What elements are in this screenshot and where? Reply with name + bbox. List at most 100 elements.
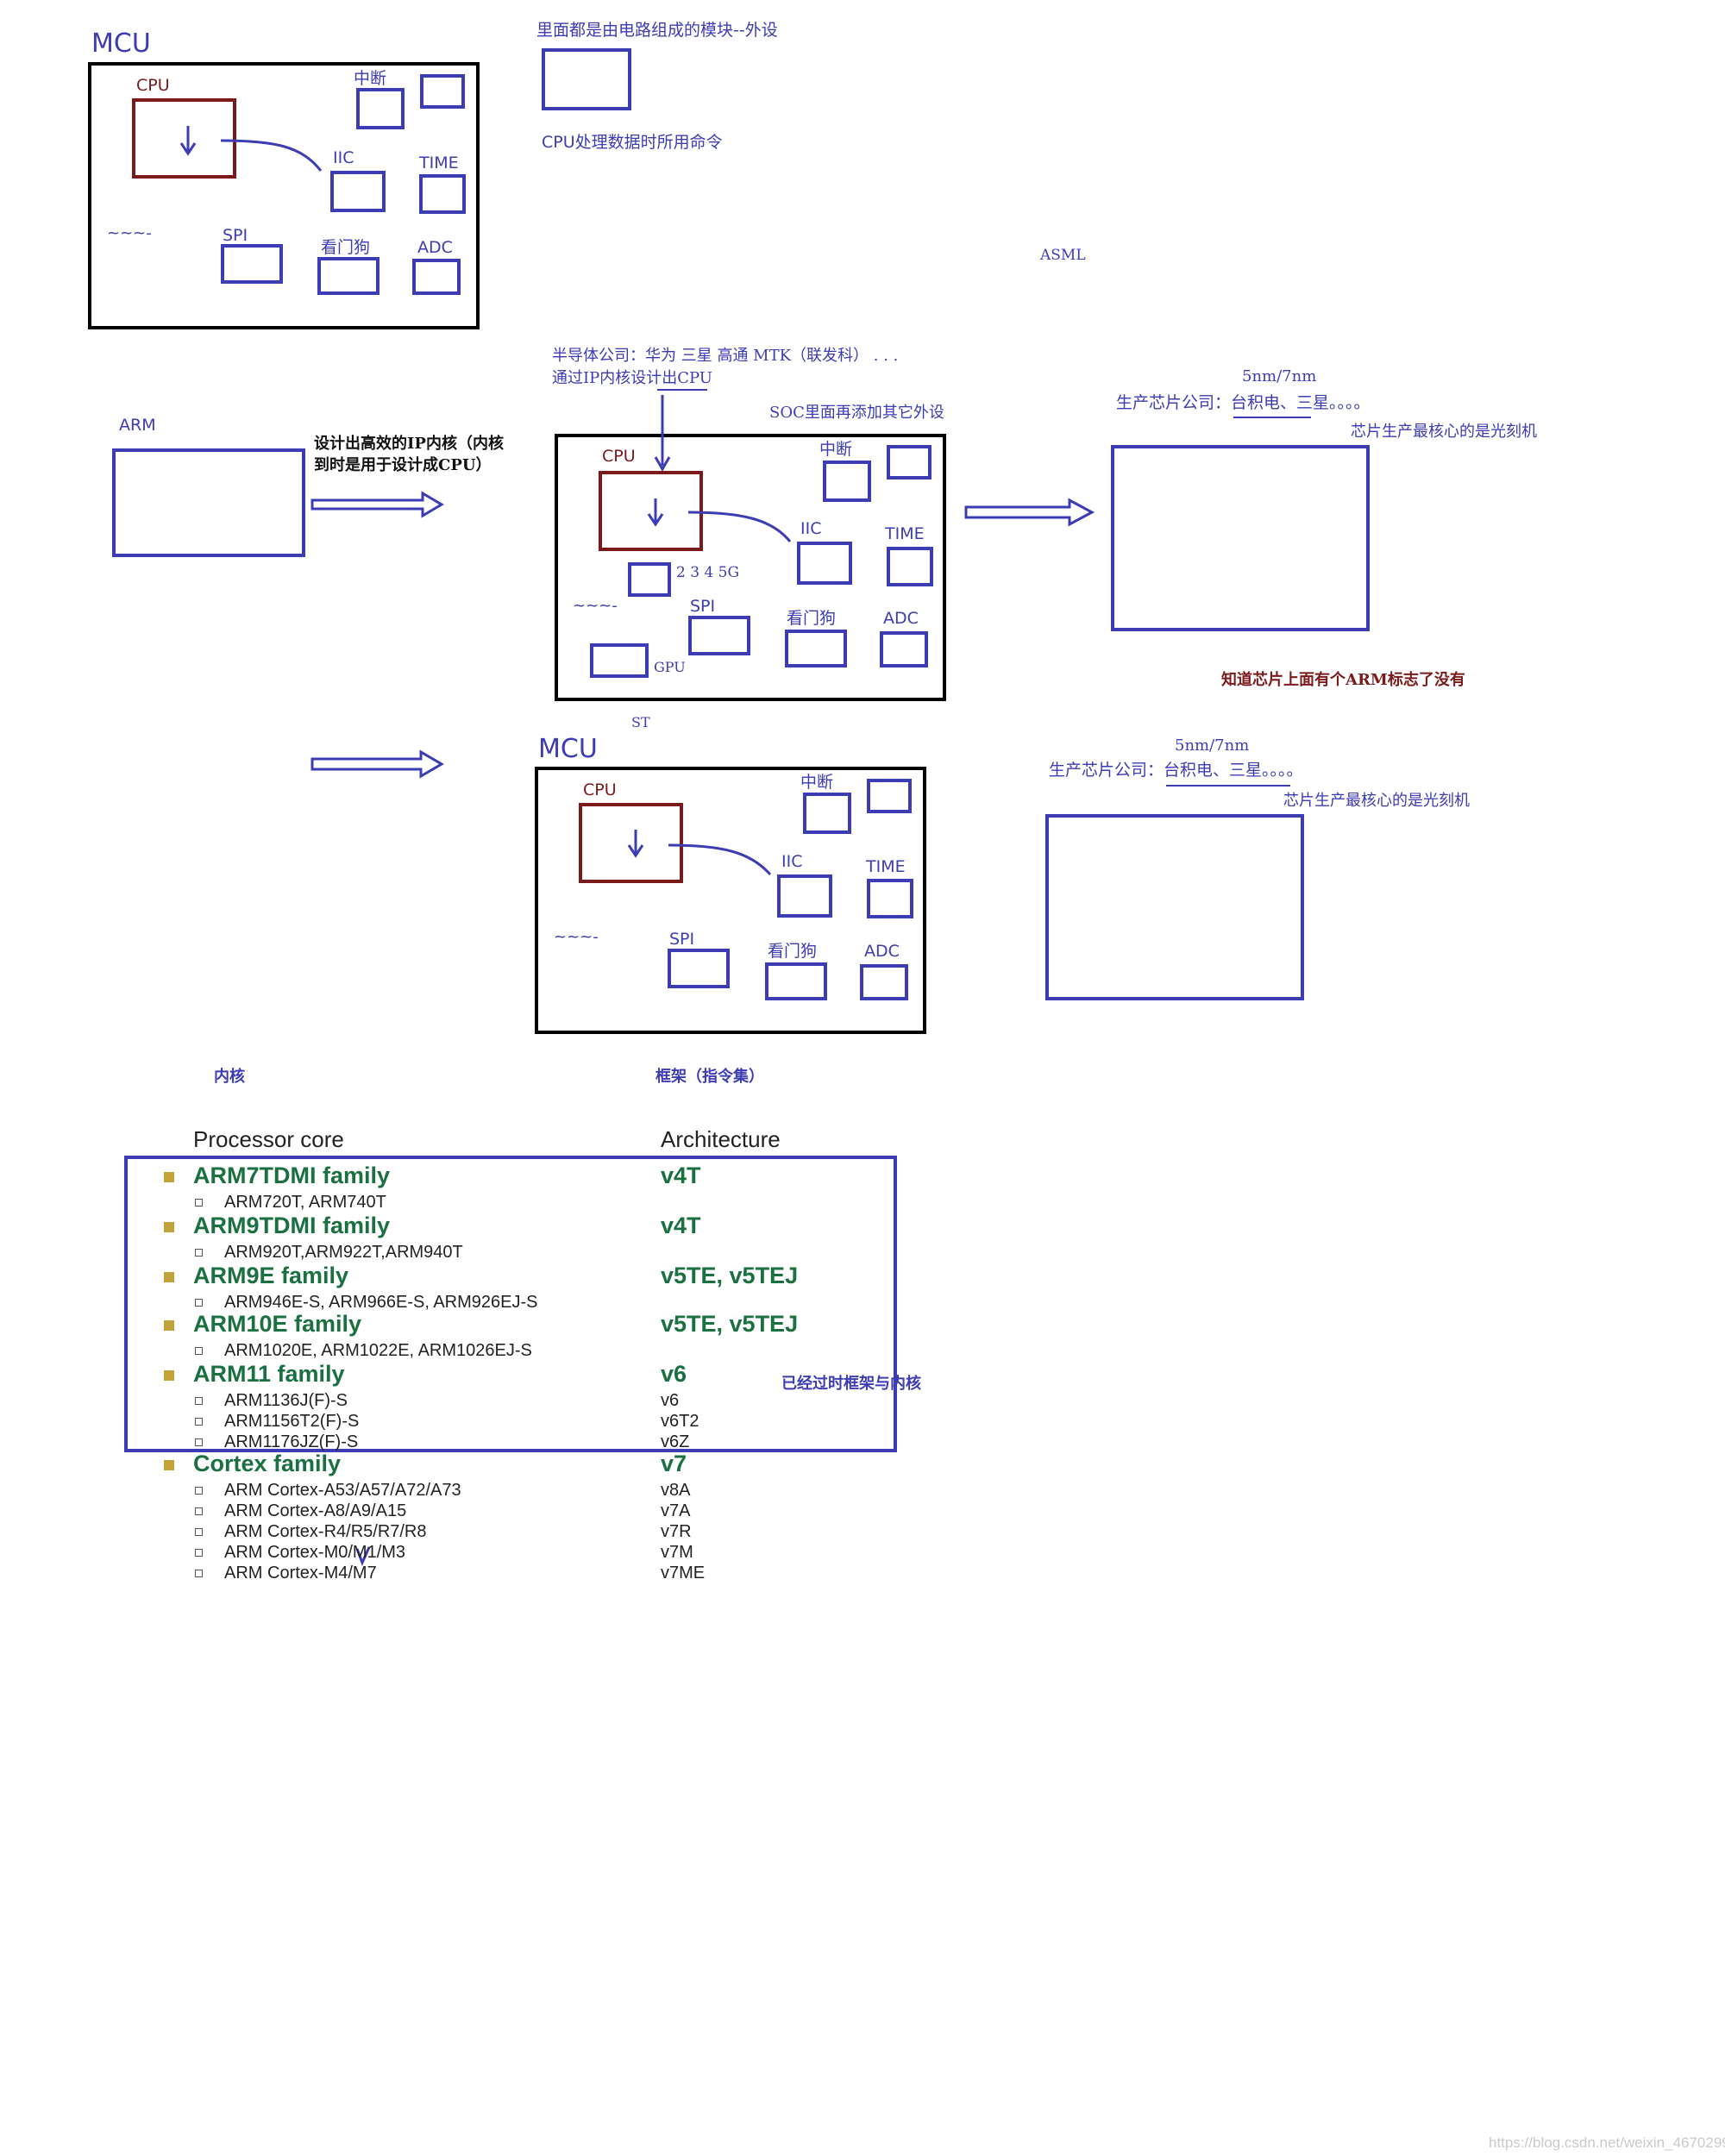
processor-item: ARM1156T2(F)-S	[224, 1412, 360, 1431]
family-bullet	[164, 1272, 174, 1282]
item-bullet	[195, 1570, 203, 1577]
arm-box	[112, 448, 305, 557]
watermark: https://blog.csdn.net/weixin_4670299	[1489, 2134, 1725, 2151]
time-box-1	[419, 174, 466, 214]
spi-label-2: SPI	[669, 930, 695, 949]
cpu-instruction-note: CPU处理数据时所用命令	[542, 133, 723, 152]
ip-design-line2: 到时是用于设计成CPU）	[314, 456, 492, 474]
processor-item-arch: v7A	[661, 1501, 691, 1520]
soc-spi-box	[688, 616, 750, 655]
header-processor-core: Processor core	[193, 1126, 344, 1152]
processor-item: ARM1136J(F)-S	[224, 1391, 348, 1410]
soc-extra-box	[887, 445, 932, 479]
processor-item: ARM1176JZ(F)-S	[224, 1432, 359, 1451]
adc-box-2	[860, 964, 908, 1000]
down-arrow-icon	[627, 830, 644, 858]
processor-item: ARM946E-S, ARM966E-S, ARM926EJ-S	[224, 1293, 538, 1312]
mcu-title-1: MCU	[91, 28, 151, 59]
soc-iic-label: IIC	[800, 519, 822, 538]
family-arch: v4T	[661, 1163, 701, 1188]
family-bullet	[164, 1172, 174, 1182]
core-label: 内核	[214, 1068, 245, 1086]
family-bullet	[164, 1460, 174, 1470]
interrupt-label-1: 中断	[354, 69, 387, 88]
soc-adc-label: ADC	[883, 609, 919, 628]
architecture-label: 框架（指令集）	[656, 1068, 764, 1086]
soc-interrupt-label: 中断	[819, 440, 853, 459]
core-tech-1: 芯片生产最核心的是光刻机	[1351, 423, 1537, 441]
watchdog-box-1	[317, 257, 380, 295]
processor-item-arch: v7R	[661, 1522, 692, 1541]
header-architecture: Architecture	[661, 1126, 781, 1152]
chip-box-2	[1045, 814, 1304, 1000]
chip-makers-1: 生产芯片公司：台积电、三星。。。。	[1116, 393, 1371, 412]
item-bullet	[195, 1507, 203, 1515]
cpu-label-2: CPU	[583, 780, 617, 799]
adc-label-2: ADC	[864, 942, 900, 961]
family-arch: v6	[661, 1361, 687, 1387]
soc-iic-box	[797, 542, 852, 585]
cpu-label-1: CPU	[136, 76, 170, 95]
nm-label-2: 5nm/7nm	[1175, 736, 1250, 755]
soc-interrupt-box	[823, 461, 871, 502]
family-name: ARM9E family	[193, 1263, 349, 1288]
iic-label-1: IIC	[333, 148, 354, 167]
family-name: ARM10E family	[193, 1311, 362, 1337]
processor-item-arch: v6Z	[661, 1432, 690, 1451]
item-bullet	[195, 1249, 203, 1257]
family-bullet	[164, 1370, 174, 1381]
processor-item-arch: v7ME	[661, 1564, 706, 1583]
family-arch: v4T	[661, 1213, 701, 1238]
processor-item: ARM Cortex-M4/M7	[224, 1564, 377, 1583]
ip-design-line1: 设计出高效的IP内核（内核	[314, 435, 504, 453]
outdated-highlight-box	[124, 1156, 897, 1452]
processor-item: ARM720T, ARM740T	[224, 1193, 386, 1212]
soc-watchdog-box	[785, 630, 847, 667]
item-bullet	[195, 1299, 203, 1307]
processor-item: ARM1020E, ARM1022E, ARM1026EJ-S	[224, 1341, 532, 1360]
item-bullet	[195, 1418, 203, 1426]
cpu-iic-link-1	[220, 139, 323, 172]
extra-box-2	[867, 779, 912, 813]
item-bullet	[195, 1397, 203, 1405]
chip-makers-2: 生产芯片公司：台积电、三星。。。。	[1049, 761, 1303, 780]
asml-label: ASML	[1040, 247, 1086, 264]
nm-label-1: 5nm/7nm	[1242, 367, 1317, 385]
item-bullet	[195, 1487, 203, 1495]
family-arch: v5TE, v5TEJ	[661, 1311, 799, 1337]
processor-item-arch: v6T2	[661, 1412, 699, 1431]
soc-spi-label: SPI	[690, 597, 716, 616]
processor-item: ARM Cortex-A8/A9/A15	[224, 1501, 407, 1520]
processor-item: ARM Cortex-M0/M1/M3	[224, 1543, 406, 1562]
soc-gpu-box	[590, 643, 649, 678]
family-name: ARM7TDMI family	[193, 1163, 391, 1188]
mcu-board-2	[535, 767, 926, 1034]
interrupt-box-1	[356, 88, 405, 129]
interrupt-box-2	[803, 793, 851, 834]
adc-box-1	[412, 259, 461, 295]
processor-item-arch: v8A	[661, 1481, 691, 1500]
core-tech-2: 芯片生产最核心的是光刻机	[1283, 792, 1470, 810]
iic-box-1	[330, 171, 386, 212]
spi-box-2	[668, 949, 730, 988]
family-name: Cortex family	[193, 1451, 342, 1476]
processor-item: ARM Cortex-A53/A57/A72/A73	[224, 1481, 461, 1500]
mcu-title-2: MCU	[538, 734, 598, 764]
soc-board	[555, 434, 946, 701]
arm-label: ARM	[119, 416, 156, 435]
watchdog-box-2	[765, 962, 827, 1000]
right-arrow-icon	[964, 498, 1095, 527]
chip-box-1	[1111, 445, 1370, 631]
cpu-box-1	[132, 98, 236, 179]
family-arch: v7	[661, 1451, 687, 1476]
processor-item-arch: v7M	[661, 1543, 693, 1562]
soc-adc-box	[880, 631, 928, 667]
time-label-2: TIME	[866, 857, 906, 876]
family-bullet	[164, 1320, 174, 1331]
soc-cpu-iic-link	[687, 511, 792, 542]
ip-to-cpu-arrow	[654, 395, 671, 473]
time-box-2	[867, 879, 913, 918]
watchdog-label-2: 看门狗	[768, 942, 818, 961]
soc-gpu-label: GPU	[654, 659, 686, 675]
cpu-iic-link-2	[668, 843, 772, 875]
